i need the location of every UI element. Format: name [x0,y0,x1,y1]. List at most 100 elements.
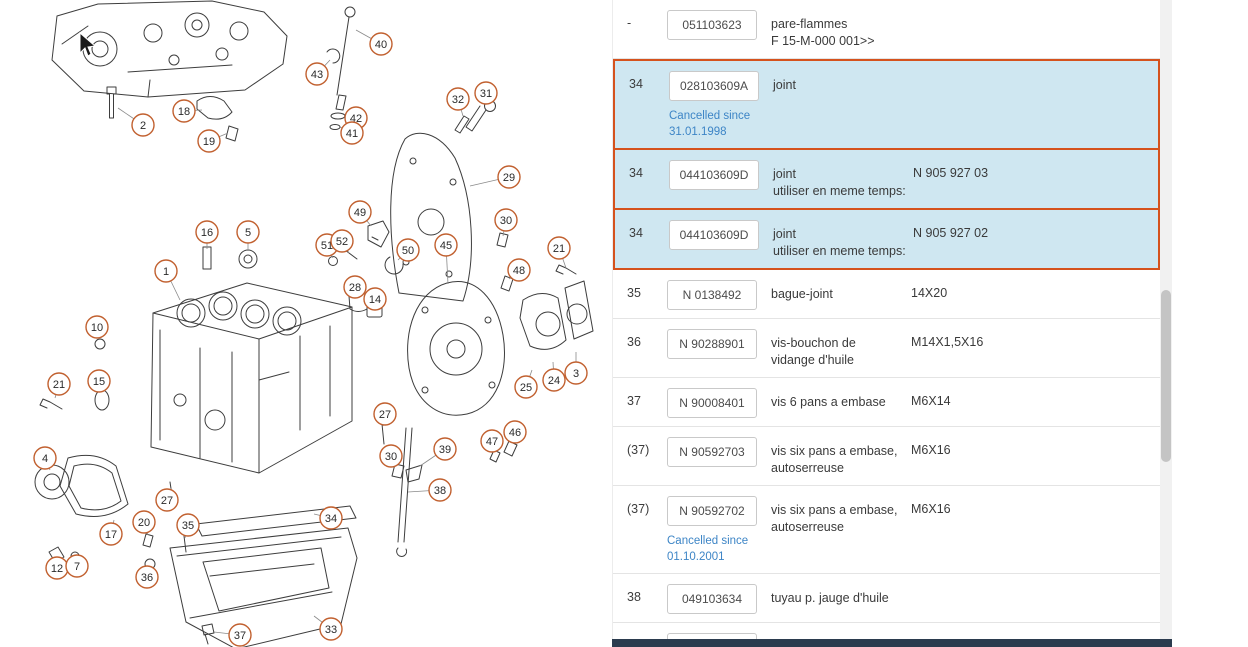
callout-21[interactable]: 21 [547,236,571,260]
part-spec [911,590,1152,614]
position-label: 36 [627,335,641,349]
vertical-scrollbar-thumb[interactable] [1161,290,1171,462]
part-number-column: 051103623 [667,10,771,50]
part-number-box[interactable]: 049103634 [667,584,757,614]
callout-25[interactable]: 25 [514,375,538,399]
position-label: (37) [627,502,650,516]
callout-7[interactable]: 7 [65,554,89,578]
callout-4[interactable]: 4 [33,446,57,470]
part-number-box[interactable]: 051103623 [667,10,757,40]
callout-5[interactable]: 5 [236,220,260,244]
callout-38[interactable]: 38 [428,478,452,502]
callout-2[interactable]: 2 [131,113,155,137]
part-spec: M6X14 [911,394,951,408]
svg-text:46: 46 [509,427,521,439]
callout-18[interactable]: 18 [172,99,196,123]
part-number-box[interactable]: N 90288901 [667,329,757,359]
callout-3[interactable]: 3 [564,361,588,385]
part-number-box[interactable]: 028103609A [669,71,759,101]
svg-text:34: 34 [325,513,337,525]
part-number-box[interactable]: 044103609D [669,220,759,250]
callout-28[interactable]: 28 [343,275,367,299]
callout-31[interactable]: 31 [474,81,498,105]
callout-52[interactable]: 52 [330,229,354,253]
callout-46[interactable]: 46 [503,420,527,444]
callout-47[interactable]: 47 [480,429,504,453]
svg-text:7: 7 [74,561,80,573]
engine-line-art [34,0,594,647]
parts-table-row[interactable]: (37) N 90592703 vis six pans a embase,au… [613,427,1160,486]
svg-text:52: 52 [336,236,348,248]
svg-text:51: 51 [321,240,333,252]
part-number-box[interactable]: 044103609D [669,160,759,190]
position-label: 37 [627,394,641,408]
part-number-box[interactable]: N 0138492 [667,280,757,310]
part-number-box[interactable]: N 90592702 [667,496,757,526]
svg-text:38: 38 [434,485,446,497]
callout-24[interactable]: 24 [542,368,566,392]
callout-37[interactable]: 37 [228,623,252,647]
callout-40[interactable]: 40 [369,32,393,56]
callout-49[interactable]: 49 [348,200,372,224]
part-spec: N 905 927 02 [913,226,989,240]
callout-43[interactable]: 43 [305,62,329,86]
callout-1[interactable]: 1 [154,259,178,283]
callout-50[interactable]: 50 [396,238,420,262]
part-description: vis six pans a embase,autoserreuse [771,503,898,534]
callout-30[interactable]: 30 [379,444,403,468]
parts-table-row[interactable]: 37 N 90008401 vis 6 pans a embase M6X14 [613,378,1160,427]
svg-text:15: 15 [93,376,105,388]
position-label: (37) [627,443,650,457]
callout-14[interactable]: 14 [363,287,387,311]
part-spec: N 905 927 03 [913,166,989,180]
callout-30[interactable]: 30 [494,208,518,232]
parts-table-row[interactable]: 38 049103634 tuyau p. jauge d'huile [613,574,1160,623]
part-spec: 14X20 [911,286,948,300]
svg-text:43: 43 [311,69,323,81]
callout-48[interactable]: 48 [507,258,531,282]
callout-45[interactable]: 45 [434,233,458,257]
callout-32[interactable]: 32 [446,87,470,111]
callout-29[interactable]: 29 [497,165,521,189]
svg-text:16: 16 [201,227,213,239]
svg-text:25: 25 [520,382,532,394]
part-description: vis six pans a embase,autoserreuse [771,444,898,475]
svg-text:48: 48 [513,265,525,277]
callout-15[interactable]: 15 [87,369,111,393]
callout-35[interactable]: 35 [176,513,200,537]
part-spec: M14X1,5X16 [911,335,984,349]
callout-36[interactable]: 36 [135,565,159,589]
callout-12[interactable]: 12 [45,556,69,580]
callout-19[interactable]: 19 [197,129,221,153]
part-number-box[interactable]: N 90008401 [667,388,757,418]
parts-table-row[interactable]: 35 N 0138492 bague-joint 14X20 [613,270,1160,319]
callout-27[interactable]: 27 [373,402,397,426]
position-label: 34 [629,166,643,180]
part-number-box[interactable]: N 90592703 [667,437,757,467]
vertical-scrollbar-track[interactable] [1160,0,1172,647]
svg-text:2: 2 [140,120,146,132]
callout-34[interactable]: 34 [319,506,343,530]
part-description: bague-joint [771,287,833,301]
callout-39[interactable]: 39 [433,437,457,461]
callout-17[interactable]: 17 [99,522,123,546]
callout-21[interactable]: 21 [47,372,71,396]
callout-41[interactable]: 41 [340,121,364,145]
callout-33[interactable]: 33 [319,617,343,641]
callout-20[interactable]: 20 [132,510,156,534]
svg-text:12: 12 [51,563,63,575]
callout-16[interactable]: 16 [195,220,219,244]
callout-10[interactable]: 10 [85,315,109,339]
callout-27[interactable]: 27 [155,488,179,512]
